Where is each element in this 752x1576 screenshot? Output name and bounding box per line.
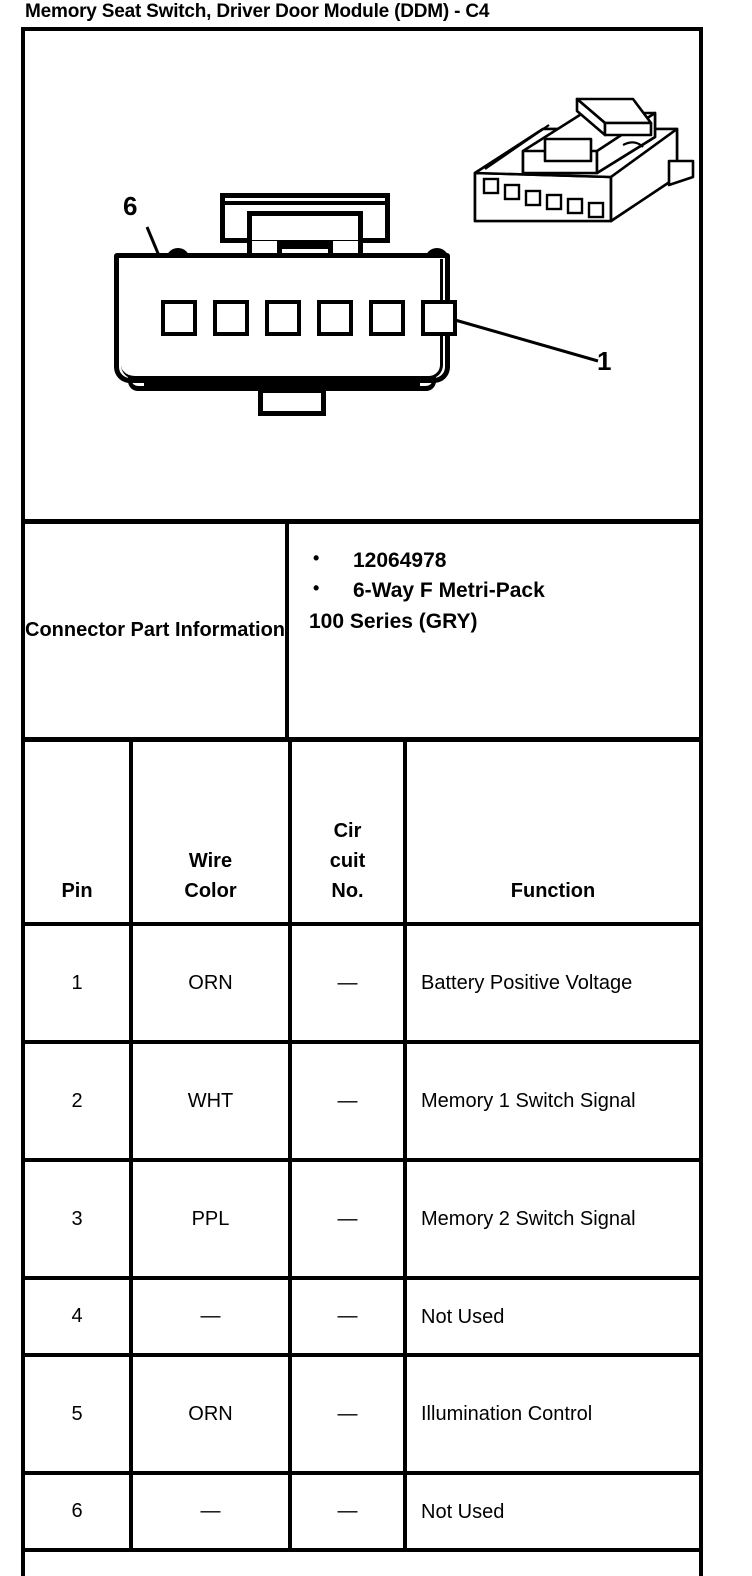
cell-wire-color: ORN xyxy=(131,1355,292,1475)
table-row: 3 PPL — Memory 2 Switch Signal xyxy=(25,1160,699,1280)
column-header-wire-color-line2: Color xyxy=(184,880,237,902)
cell-circuit-no: — xyxy=(290,924,407,1044)
terminal-cavity-2 xyxy=(369,300,405,336)
table-row: 6 — — Not Used xyxy=(25,1473,699,1552)
terminal-cavity-6 xyxy=(161,300,197,336)
cell-function: Not Used xyxy=(405,1473,699,1552)
column-header-circuit-no: Cir cuit No. xyxy=(290,742,407,926)
part-information-label: Connector Part Information xyxy=(25,524,289,737)
cell-function: Battery Positive Voltage xyxy=(405,924,699,1044)
table-row: 1 ORN — Battery Positive Voltage xyxy=(25,924,699,1044)
table-row: 4 — — Not Used xyxy=(25,1278,699,1357)
cell-pin: 6 xyxy=(25,1473,133,1552)
table-row: 2 WHT — Memory 1 Switch Signal xyxy=(25,1042,699,1162)
cell-function: Memory 1 Switch Signal xyxy=(405,1042,699,1162)
column-header-function: Function xyxy=(405,742,699,926)
connector-part-information-section: Connector Part Information 12064978 6-Wa… xyxy=(25,519,699,737)
connector-diagram-panel: 6 1 xyxy=(25,31,699,519)
page-title: Memory Seat Switch, Driver Door Module (… xyxy=(25,1,490,22)
column-header-pin: Pin xyxy=(25,742,133,926)
cell-function: Not Used xyxy=(405,1278,699,1357)
cell-pin: 2 xyxy=(25,1042,133,1162)
cell-wire-color: — xyxy=(131,1278,292,1357)
cell-pin: 3 xyxy=(25,1160,133,1280)
connector-isometric-view xyxy=(473,97,695,223)
table-header-row: Pin Wire Color Cir cuit No. Function xyxy=(25,742,699,926)
cell-circuit-no: — xyxy=(290,1473,407,1552)
connector-bottom-tab xyxy=(258,388,326,416)
connector-latch-bar xyxy=(220,193,390,205)
connector-type-item: 6-Way F Metri-Pack xyxy=(309,575,699,606)
cell-wire-color: PPL xyxy=(131,1160,292,1280)
cell-pin: 1 xyxy=(25,924,133,1044)
cell-pin: 4 xyxy=(25,1278,133,1357)
connector-sheet-frame: 6 1 Connector Part Information 12064978 … xyxy=(21,27,703,1576)
cell-pin: 5 xyxy=(25,1355,133,1475)
column-header-wire-color-line1: Wire xyxy=(188,850,233,872)
terminal-cavity-3 xyxy=(317,300,353,336)
callout-label-1: 1 xyxy=(597,346,612,376)
column-header-circuit-no-line1: Cir xyxy=(333,820,362,842)
part-information-values: 12064978 6-Way F Metri-Pack 100 Series (… xyxy=(289,524,699,737)
connector-body-skirt-rib xyxy=(144,383,420,390)
part-number-item: 12064978 xyxy=(309,545,699,576)
callout-label-6: 6 xyxy=(123,191,138,221)
cell-wire-color: WHT xyxy=(131,1042,292,1162)
cell-circuit-no: — xyxy=(290,1355,407,1475)
cell-function: Illumination Control xyxy=(405,1355,699,1475)
cell-circuit-no: — xyxy=(290,1042,407,1162)
connector-latch-window xyxy=(247,211,363,245)
pin-assignment-table: Pin Wire Color Cir cuit No. Function 1 xyxy=(25,737,699,1552)
column-header-circuit-no-line3: No. xyxy=(331,880,364,902)
connector-series-item: 100 Series (GRY) xyxy=(309,609,478,633)
terminal-cavity-4 xyxy=(265,300,301,336)
table-row: 5 ORN — Illumination Control xyxy=(25,1355,699,1475)
cell-function: Memory 2 Switch Signal xyxy=(405,1160,699,1280)
cell-circuit-no: — xyxy=(290,1278,407,1357)
terminal-cavity-1 xyxy=(421,300,457,336)
terminal-cavity-5 xyxy=(213,300,249,336)
cell-wire-color: — xyxy=(131,1473,292,1552)
column-header-wire-color: Wire Color xyxy=(131,742,292,926)
column-header-circuit-no-line2: cuit xyxy=(329,850,366,872)
cell-wire-color: ORN xyxy=(131,924,292,1044)
cell-circuit-no: — xyxy=(290,1160,407,1280)
